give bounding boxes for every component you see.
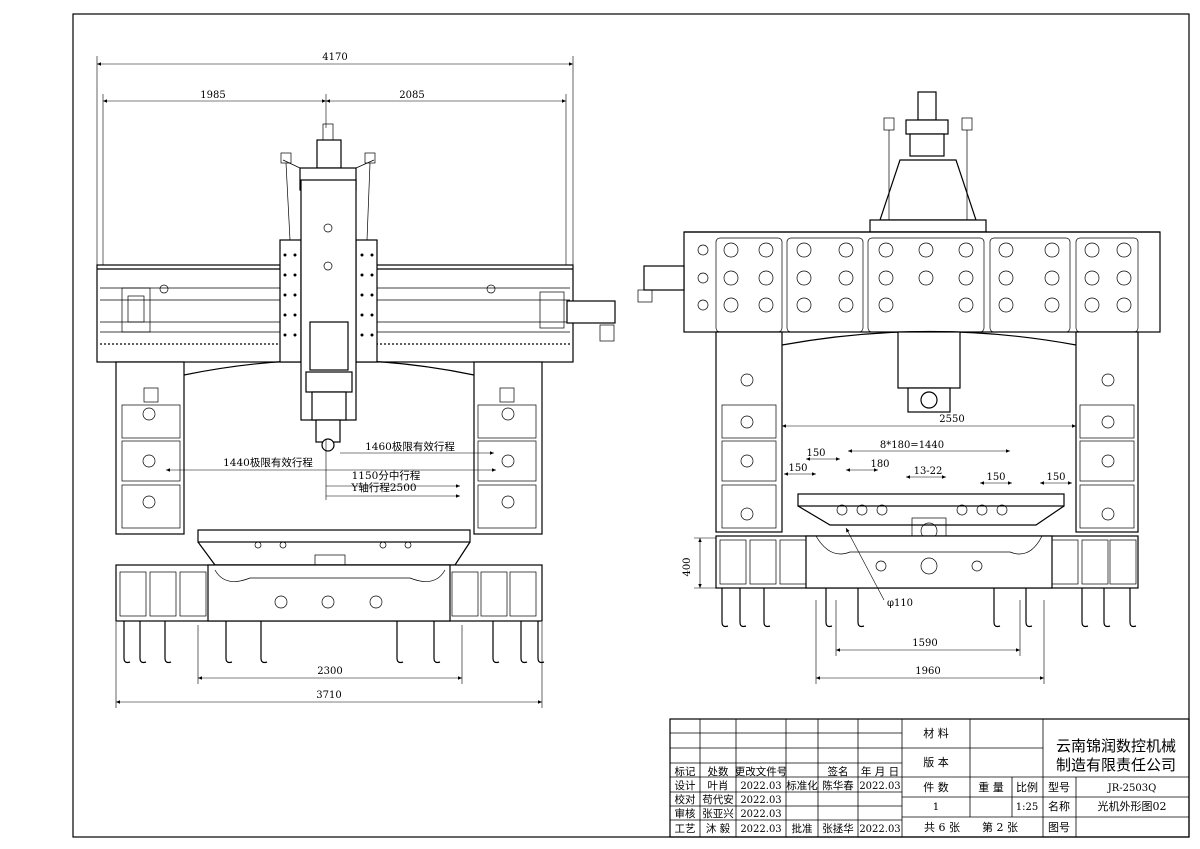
side-base <box>715 535 1139 628</box>
tb-design-name: 叶肖 <box>708 779 729 792</box>
tb-approve-name: 张拯华 <box>822 822 854 835</box>
side-crossbeam-holes <box>697 242 1132 313</box>
tb-check-label: 校对 <box>675 793 696 806</box>
tb-pieces-label: 件 数 <box>923 781 949 794</box>
side-crossbeam <box>637 231 1161 333</box>
side-view: 2550 8*180=1440 150 180 150 13-22 150 15… <box>637 91 1161 684</box>
tb-std-date: 2022.03 <box>859 781 900 792</box>
tb-model-value: JR-2503Q <box>1107 783 1157 794</box>
tb-design-date: 2022.03 <box>740 781 781 792</box>
guide-bolts <box>283 253 374 337</box>
dim-150-d: 150 <box>1046 472 1065 483</box>
dim-150-b: 150 <box>788 463 807 474</box>
tb-review-date: 2022.03 <box>740 809 781 820</box>
dim-150-a: 150 <box>806 448 825 459</box>
side-lower-dims: 400 φ110 1590 1960 <box>682 527 1045 684</box>
tb-approve-label: 批准 <box>792 822 813 835</box>
tb-company-line1: 云南锦润数控机械 <box>1056 737 1176 755</box>
tb-std-label: 标准化 <box>786 779 818 792</box>
dim-y-stroke: Y轴行程2500 <box>350 481 416 494</box>
front-worktable <box>197 529 471 570</box>
tb-model-label: 型号 <box>1048 780 1070 794</box>
dim-1440-stroke: 1440极限有效行程 <box>223 456 313 469</box>
tb-header-count: 处数 <box>708 765 729 778</box>
side-upper-dims: 2550 8*180=1440 150 180 150 13-22 150 15… <box>782 414 1076 485</box>
tb-material-label: 材 料 <box>923 726 949 740</box>
tb-drawing-no-label: 图号 <box>1048 821 1070 834</box>
tb-approve-date: 2022.03 <box>859 824 900 835</box>
side-spindle-motor <box>869 91 987 233</box>
front-top-dims: 4170 1985 2085 <box>96 52 574 270</box>
dim-2085: 2085 <box>399 90 424 101</box>
dim-1590: 1590 <box>912 638 937 649</box>
tb-header-sign: 签名 <box>828 765 849 778</box>
front-base <box>115 564 545 664</box>
front-stroke-dims: 1440极限有效行程 1460极限有效行程 1150分中行程 Y轴行程2500 <box>166 440 496 500</box>
tb-version-label: 版 本 <box>923 755 949 769</box>
sheet-border <box>72 13 1190 838</box>
front-view: 4170 1985 2085 <box>96 52 616 708</box>
columns <box>115 359 543 535</box>
dim-150-c: 150 <box>986 472 1005 483</box>
dim-400: 400 <box>682 557 693 576</box>
tb-craft-name: 沐 毅 <box>706 822 731 835</box>
side-columns <box>715 330 1139 533</box>
dim-3710: 3710 <box>316 690 341 701</box>
tb-total-sheets: 共 6 张 <box>924 821 960 834</box>
dim-1960: 1960 <box>915 666 940 677</box>
side-worktable <box>797 493 1065 545</box>
dim-8x180: 8*180=1440 <box>880 440 944 451</box>
tb-sheet-no: 第 2 张 <box>982 820 1018 834</box>
tb-company-line2: 制造有限责任公司 <box>1056 756 1176 774</box>
dim-2550: 2550 <box>939 414 964 425</box>
tb-header-doc: 更改文件号 <box>735 765 788 778</box>
spindle-head <box>279 123 378 452</box>
tb-scale-value: 1:25 <box>1016 802 1038 813</box>
tb-name-label: 名称 <box>1048 799 1070 813</box>
tb-std-name: 陈华春 <box>822 779 854 792</box>
dim-13-22: 13-22 <box>914 466 943 477</box>
front-bottom-dims: 2300 3710 <box>115 622 543 708</box>
dim-1150-stroke: 1150分中行程 <box>352 469 421 482</box>
tb-name-value: 光机外形图02 <box>1098 799 1167 813</box>
dim-1460-stroke: 1460极限有效行程 <box>365 440 455 453</box>
tb-header-mark: 标记 <box>675 766 696 778</box>
dim-180: 180 <box>870 459 889 470</box>
tb-scale-label: 比例 <box>1016 780 1038 794</box>
tb-review-label: 审核 <box>675 807 696 820</box>
tb-check-name: 苟代安 <box>702 793 734 806</box>
dim-4170: 4170 <box>322 52 347 63</box>
tb-craft-date: 2022.03 <box>740 824 781 835</box>
dim-2300: 2300 <box>317 666 342 677</box>
tb-craft-label: 工艺 <box>675 823 696 835</box>
dim-phi110: φ110 <box>887 598 913 609</box>
tb-weight-label: 重 量 <box>978 780 1004 794</box>
tb-header-date: 年 月 日 <box>861 765 899 778</box>
title-block: 材 料 版 本 云南锦润数控机械 制造有限责任公司 标记 处数 更改文件号 签名… <box>669 718 1190 838</box>
tb-check-date: 2022.03 <box>740 795 781 806</box>
tb-pieces-value: 1 <box>933 801 940 813</box>
tb-review-name: 张亚兴 <box>702 808 734 820</box>
tb-design-label: 设计 <box>675 779 696 792</box>
dim-1985: 1985 <box>200 90 225 101</box>
